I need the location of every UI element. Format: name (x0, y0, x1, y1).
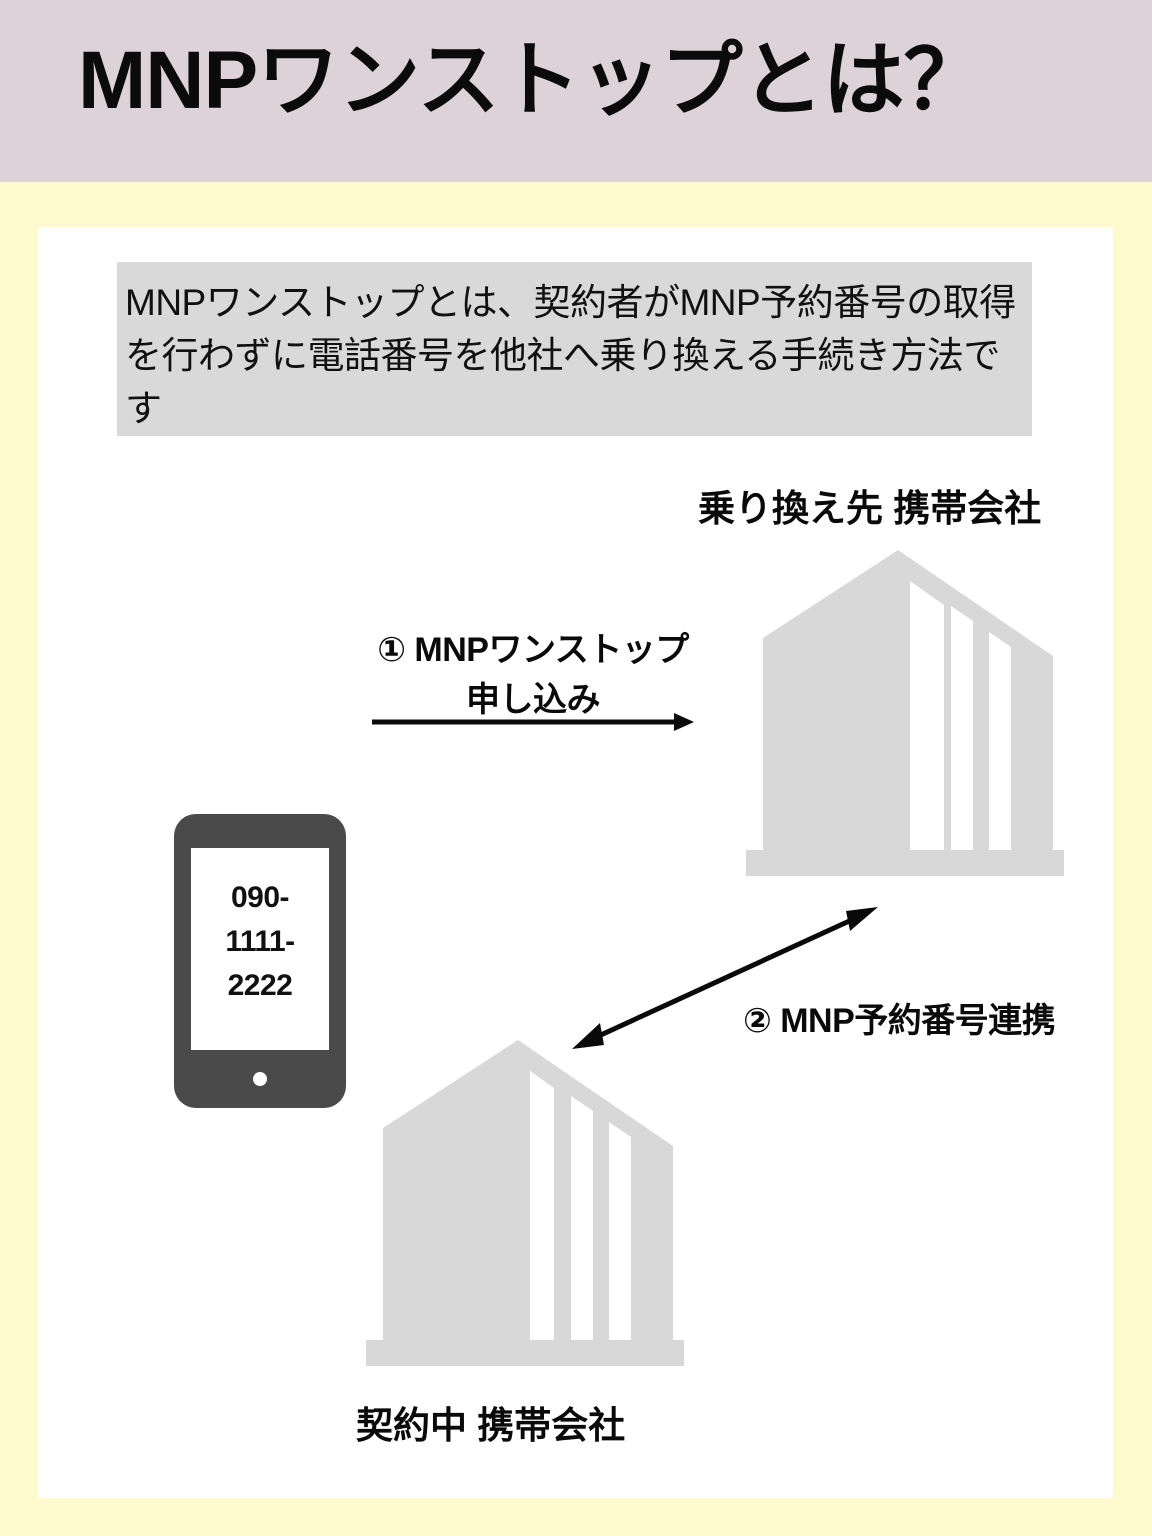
smartphone-icon: 090- 1111- 2222 (174, 814, 346, 1108)
home-button-icon (253, 1072, 267, 1086)
step-1-label-line: ① MNPワンストップ (377, 631, 689, 669)
step-2-arrow (566, 899, 886, 1064)
header-band: MNPワンストップとは？ (0, 0, 1152, 182)
new-carrier-label: 乗り換え先 携帯会社 (698, 488, 1042, 529)
phone-screen: 090- 1111- 2222 (191, 848, 329, 1050)
phone-number-line: 2222 (227, 969, 293, 1002)
office-building-icon (366, 1040, 684, 1366)
new-carrier-building (728, 532, 1068, 880)
office-building-icon (746, 550, 1064, 876)
step-1-arrow (368, 707, 698, 742)
current-carrier-building (348, 1022, 688, 1370)
phone-number-line: 1111- (225, 925, 295, 958)
page-title: MNPワンストップとは？ (78, 35, 986, 126)
phone-number: 090- 1111- 2222 (191, 876, 329, 1008)
step-1-label: ① MNPワンストップ 申し込み (368, 625, 698, 725)
content-card: MNPワンストップとは、契約者がMNP予約番号の取得を行わずに電話番号を他社へ乗… (38, 227, 1113, 1498)
mnp-flow-diagram: 乗り換え先 携帯会社 (38, 227, 1113, 1498)
description-text: MNPワンストップとは、契約者がMNP予約番号の取得を行わずに電話番号を他社へ乗… (125, 282, 1016, 429)
current-carrier-label: 契約中 携帯会社 (356, 1405, 626, 1446)
description-box: MNPワンストップとは、契約者がMNP予約番号の取得を行わずに電話番号を他社へ乗… (117, 262, 1032, 436)
phone-number-line: 090- (230, 881, 290, 914)
step-2-label: ② MNP予約番号連携 (743, 1002, 1056, 1040)
step-1-label-line: 申し込み (466, 681, 601, 719)
